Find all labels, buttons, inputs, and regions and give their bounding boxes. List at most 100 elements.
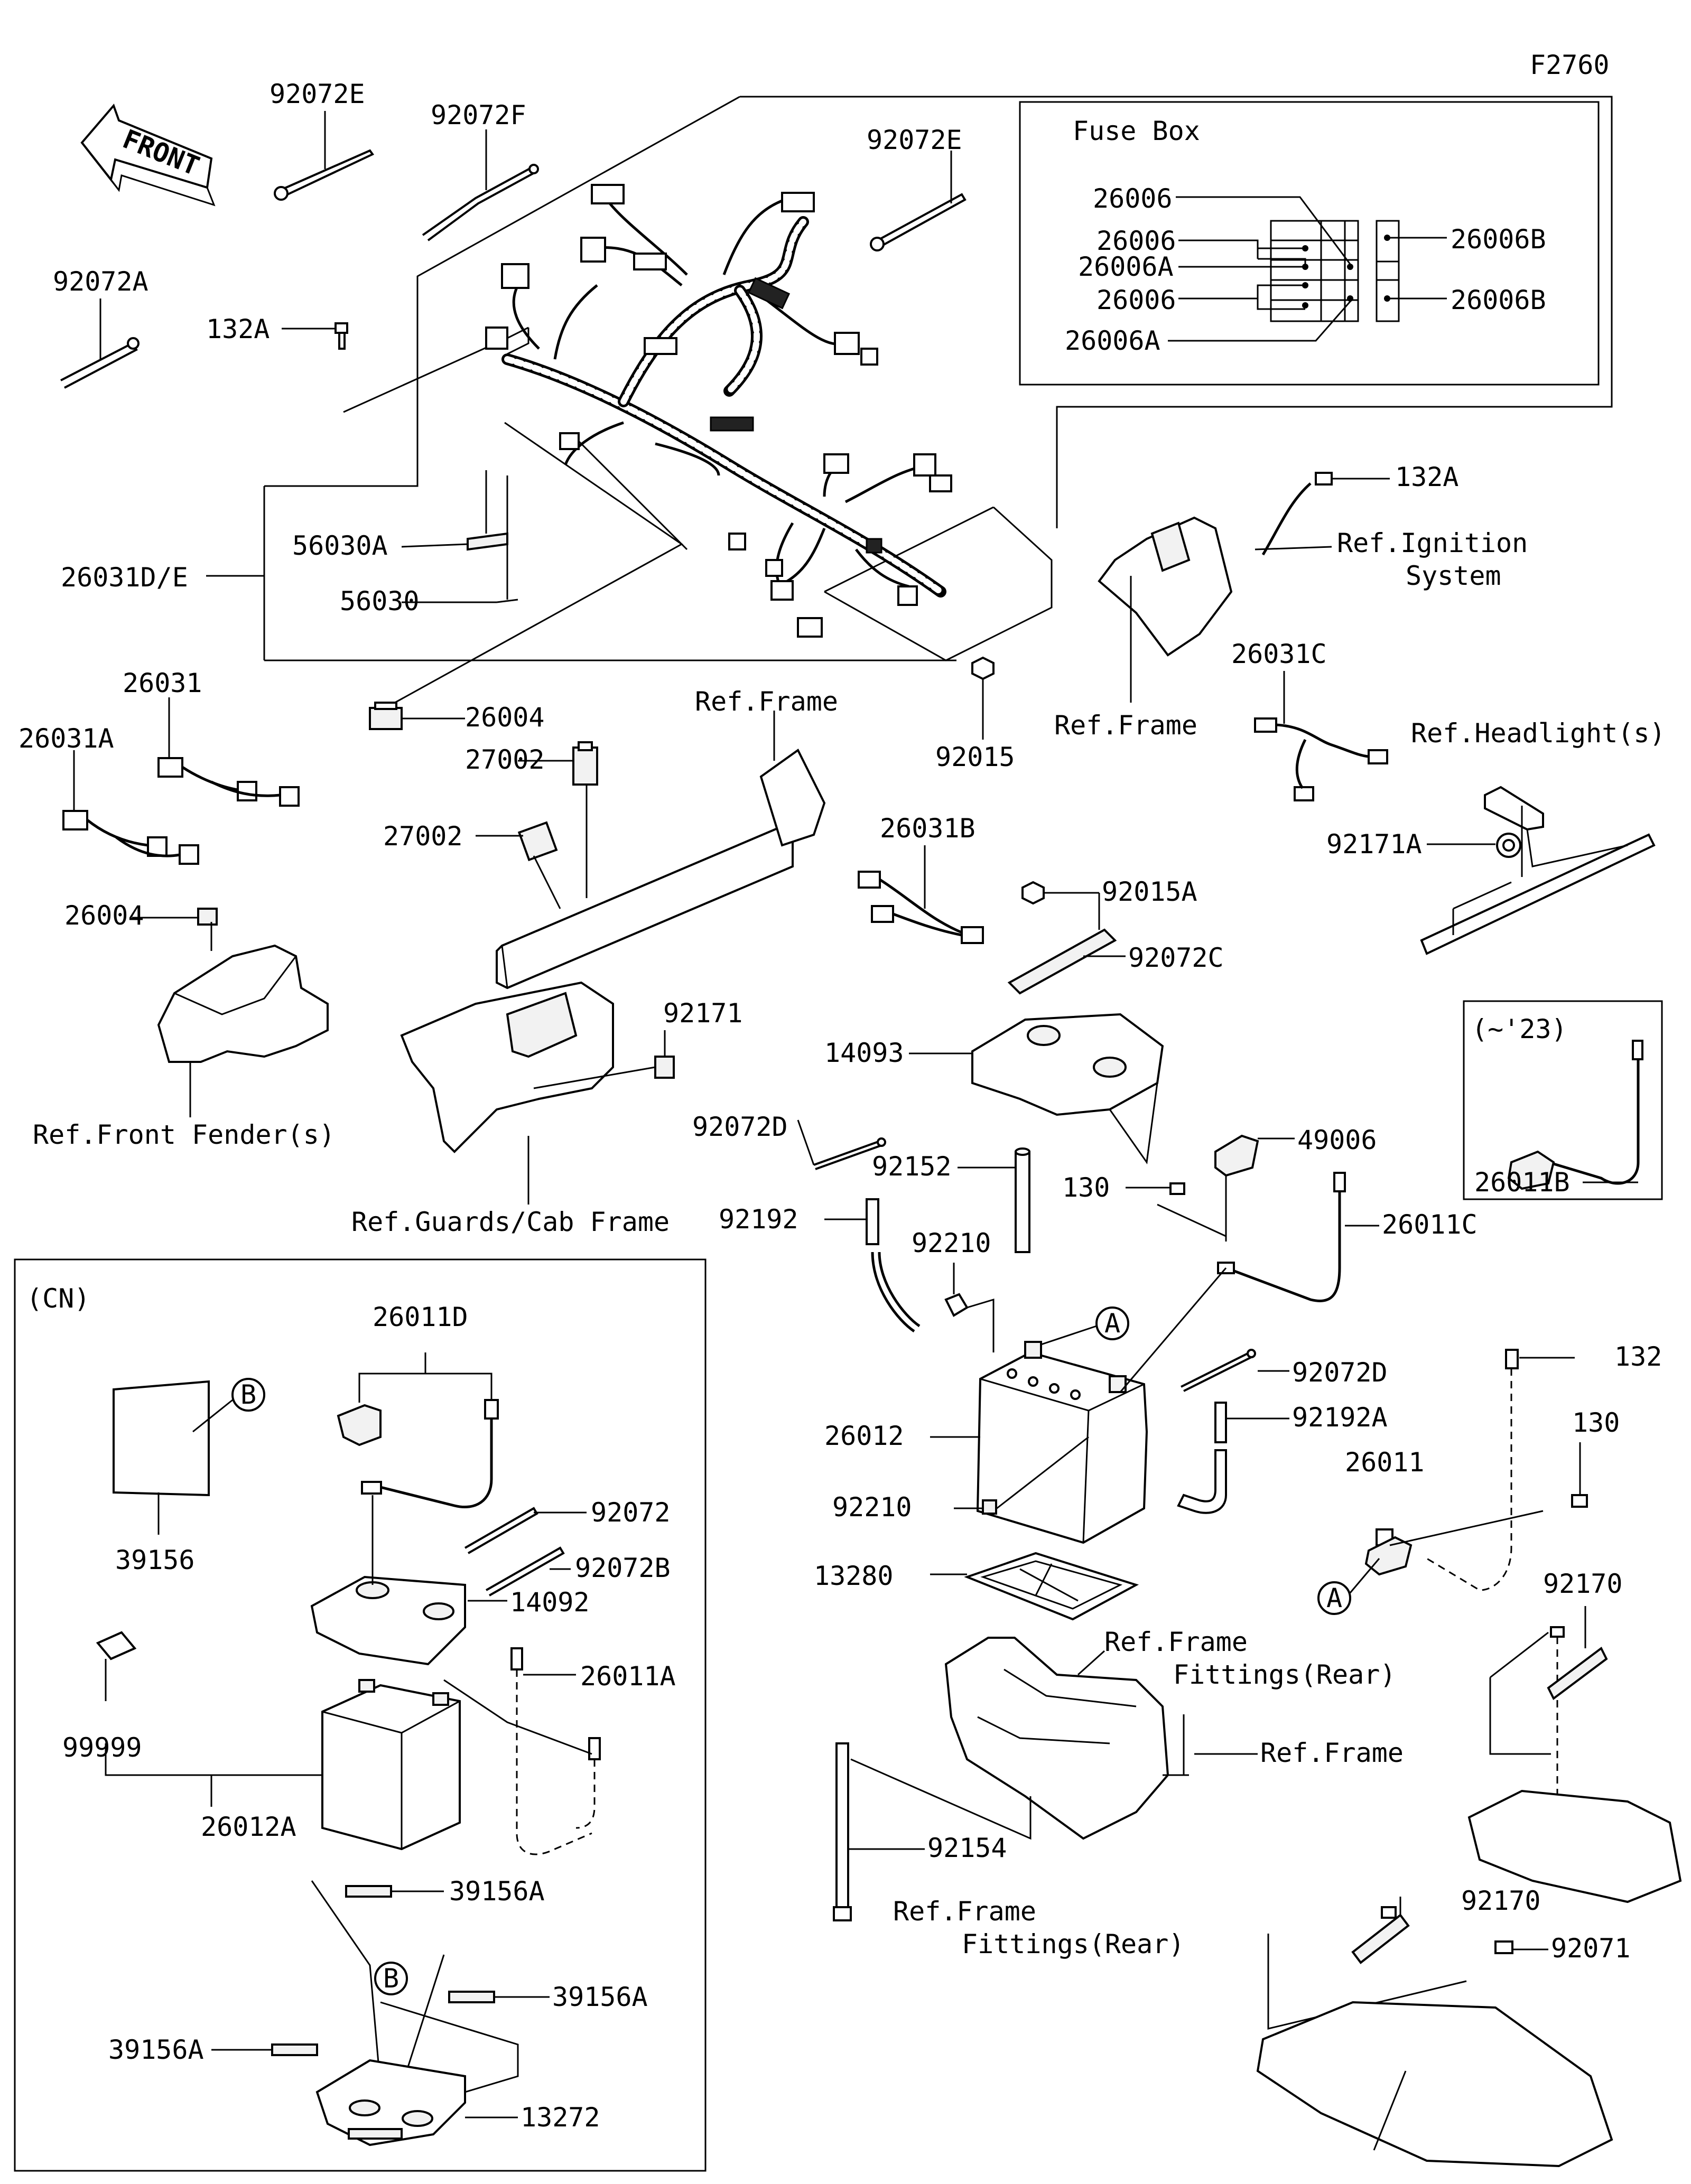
clip-92210-lower	[954, 1499, 997, 1515]
part-label: 27002	[465, 744, 545, 775]
cable-tie-92072d-right	[1181, 1349, 1289, 1392]
part-label: 92072C	[1128, 942, 1224, 973]
rear-fittings-lower	[1256, 1897, 1613, 2168]
part-label: 92072B	[575, 1553, 671, 1583]
part-label: 92171	[663, 998, 743, 1029]
part-label: 39156A	[108, 2034, 204, 2065]
callout-a-upper-label: A	[1104, 1308, 1120, 1339]
bolt-130-upper	[1126, 1182, 1227, 1237]
part-label: 92170	[1543, 1569, 1623, 1599]
part-label: 92154	[927, 1833, 1007, 1863]
part-label: 92072E	[270, 79, 365, 109]
part-label: 92192A	[1292, 1402, 1388, 1433]
sub-harness-26031a	[62, 750, 199, 865]
fuse-label-5: 26006A	[1065, 325, 1160, 356]
sub-harness-26031c	[1254, 671, 1388, 801]
bolt-132a-top	[282, 322, 348, 350]
early-model-box: (~'23)	[1463, 1000, 1663, 1200]
part-label: 92071	[1551, 1933, 1631, 1964]
callout-a-lower-label: A	[1326, 1583, 1342, 1613]
part-label: 26011A	[580, 1661, 676, 1692]
part-label: 92210	[832, 1492, 912, 1523]
part-label: Ref.Frame	[1260, 1738, 1404, 1768]
sub-harness-26031b	[858, 845, 984, 944]
part-label: 56030A	[292, 530, 388, 561]
front-arrow-icon: FRONT	[80, 104, 216, 207]
part-label: 130	[1572, 1407, 1620, 1438]
part-label: 132A	[206, 314, 270, 344]
terminal-cover-49006	[1214, 1134, 1295, 1242]
part-label: 39156	[115, 1545, 195, 1575]
battery-cover-14093	[909, 1013, 1164, 1165]
part-label: 26011D	[373, 1302, 468, 1332]
part-label: 14092	[510, 1587, 590, 1618]
part-label: 26011C	[1382, 1209, 1478, 1240]
main-wiring-harness	[343, 96, 1613, 712]
part-label: 13272	[521, 2102, 600, 2133]
part-label: 132	[1614, 1341, 1662, 1372]
part-label: 92072F	[431, 100, 526, 130]
guards-cab-frame	[400, 981, 675, 1205]
part-label: 130	[1062, 1172, 1110, 1203]
part-label: 92072D	[1292, 1357, 1388, 1388]
part-label: Ref.Headlight(s)	[1411, 718, 1666, 749]
front-fender	[132, 908, 329, 1117]
part-label: 99999	[62, 1732, 142, 1763]
part-label: Ref.Front Fender(s)	[33, 1119, 335, 1150]
part-label: 132A	[1395, 462, 1458, 492]
part-label: 14093	[824, 1038, 904, 1068]
label-56030	[402, 475, 518, 603]
figure-code: F2760	[1530, 50, 1610, 80]
part-label: 26012	[824, 1421, 904, 1451]
part-label: 26011B	[1474, 1167, 1570, 1198]
headlight-frame	[1420, 786, 1656, 955]
part-labels: 92072E92072F92072E92072A132A26031D/E5603…	[18, 79, 1666, 2133]
cable-tie-92072e-left	[274, 111, 375, 201]
part-label: 26031D/E	[61, 562, 188, 593]
part-label: 92152	[872, 1151, 952, 1182]
part-label: 39156A	[552, 1982, 648, 2012]
part-label: 92015	[935, 742, 1015, 772]
cable-tie-92072e-right	[870, 151, 967, 251]
tray-13280	[930, 1552, 1139, 1621]
part-label: 26031C	[1231, 639, 1327, 669]
fuse-label-7: 26006B	[1451, 285, 1546, 315]
connector-27002-upper	[518, 741, 598, 898]
part-label: 92072D	[692, 1112, 788, 1142]
fuse-label-2: 26006	[1097, 226, 1176, 256]
clip-92210-upper	[944, 1263, 995, 1352]
cn-panel: (CN) B	[14, 1258, 707, 2172]
part-label: 26004	[465, 702, 545, 733]
part-label: Ref.Frame	[1054, 710, 1197, 741]
part-label: 49006	[1297, 1125, 1377, 1155]
part-label: 56030	[340, 586, 420, 617]
callout-b-lower-label: B	[383, 1963, 399, 1994]
fuse-box-panel: Fuse Box 26006 26006 26006A 26006 26006A…	[1019, 101, 1600, 386]
early-model-label: (~'23)	[1472, 1014, 1567, 1044]
part-label: 26031A	[18, 723, 114, 754]
cable-tie-92072a	[60, 298, 140, 389]
sub-harness-26031	[157, 697, 300, 807]
hose-92192	[824, 1198, 921, 1333]
part-label: 26012A	[201, 1812, 296, 1842]
bolt-132a-right	[1255, 472, 1390, 556]
fuse-box-title: Fuse Box	[1073, 116, 1200, 146]
part-label: 92192	[719, 1204, 798, 1235]
callout-a-lower: A	[1317, 1558, 1380, 1615]
fuse-label-6: 26006B	[1451, 224, 1546, 255]
part-label: 92072E	[867, 125, 962, 155]
nut-92015a	[1021, 881, 1099, 905]
rod-92152	[958, 1147, 1030, 1253]
part-label: Ref.Guards/Cab Frame	[351, 1207, 670, 1237]
callout-a-upper: A	[1040, 1306, 1129, 1346]
part-label: 39156A	[449, 1876, 545, 1907]
cable-26011	[1364, 1349, 1575, 1591]
part-label: 26031B	[880, 813, 975, 844]
nut-92015	[971, 656, 995, 740]
fuse-label-3: 26006A	[1078, 251, 1174, 282]
cable-26011c	[1217, 1172, 1379, 1302]
